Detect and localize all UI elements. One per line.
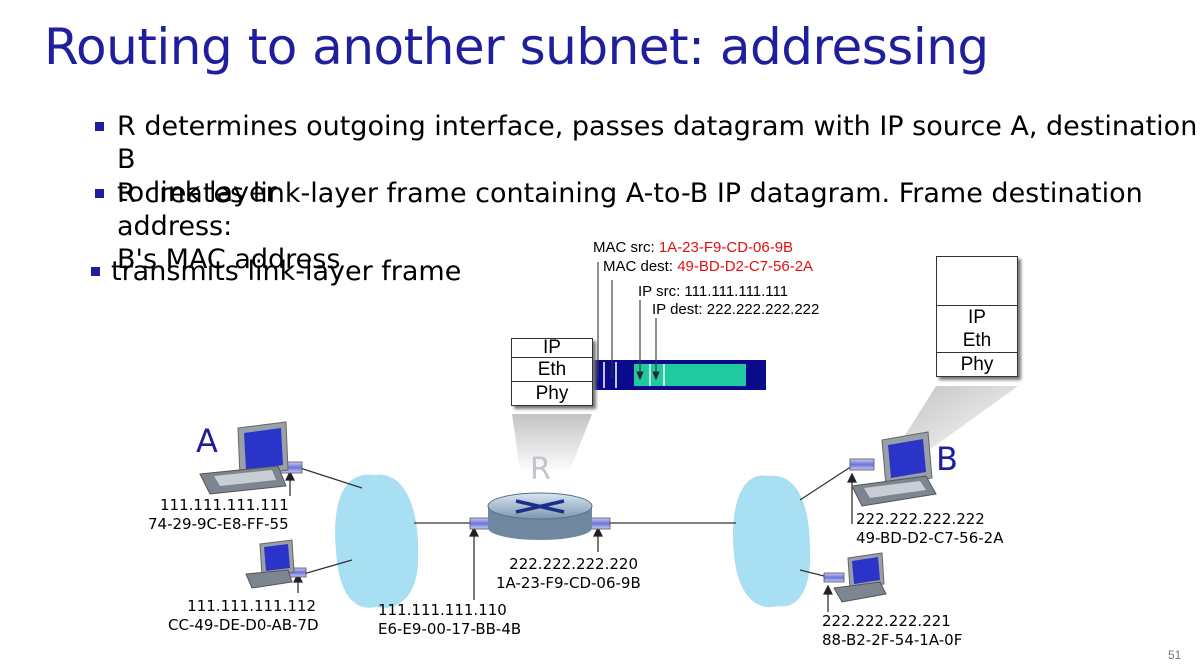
host-b2-mac: 88-B2-2F-54-1A-0F [822, 631, 963, 649]
link-a [299, 467, 363, 489]
router-right-ip: 222.222.222.220 [509, 555, 638, 573]
bullet-marker [95, 189, 104, 198]
host-a2-address: 111.111.111.112 CC-49-DE-D0-AB-7D [168, 597, 319, 635]
host-a2-ip: 111.111.111.112 [187, 597, 316, 615]
stack-layer-eth: Eth [962, 330, 992, 351]
bullet-marker [91, 267, 100, 276]
nic-router-right [589, 517, 611, 530]
router-stack-beam [512, 414, 592, 470]
link-b [799, 465, 853, 501]
stack-layer-phy: Phy [512, 381, 592, 405]
frame-mac-dest: MAC dest: 49-BD-D2-C7-56-2A [603, 258, 814, 275]
computer-b-icon [851, 431, 937, 507]
subnet-b-cloud [732, 475, 811, 608]
bullet-marker [95, 122, 104, 131]
bullet-1-line-2: to link layer [117, 177, 277, 208]
host-a-address: 111.111.111.111 74-29-9C-E8-FF-55 [148, 496, 289, 534]
bullet-2-line-1: R creates link-layer frame containing A-… [117, 178, 1143, 242]
stack-layer-eth: Eth [512, 357, 592, 381]
bullet-3: transmits link-layer frame [91, 255, 462, 288]
router-left-address: 111.111.111.110 E6-E9-00-17-BB-4B [378, 601, 521, 639]
router-left-mac: E6-E9-00-17-BB-4B [378, 620, 522, 638]
bullet-2: R creates link-layer frame containing A-… [95, 177, 1200, 276]
router-icon [487, 492, 593, 540]
nic-b2 [823, 572, 845, 583]
host-a2-mac: CC-49-DE-D0-AB-7D [168, 616, 319, 634]
host-b2-ip: 222.222.222.221 [822, 612, 951, 630]
host-a-mac: 74-29-9C-E8-FF-55 [148, 515, 289, 533]
computer-b2-icon [833, 552, 887, 603]
router-right-address: 222.222.222.220 1A-23-F9-CD-06-9B [496, 555, 641, 593]
host-b-address: 222.222.222.222 49-BD-D2-C7-56-2A [856, 510, 1003, 548]
host-b-protocol-stack: IP Eth Phy [936, 256, 1018, 377]
link-layer-frame [592, 360, 766, 390]
node-label-a: A [196, 422, 218, 460]
subnet-a-cloud [335, 474, 419, 608]
host-b-ip: 222.222.222.222 [856, 510, 985, 528]
stack-layer-ip: IP [543, 337, 561, 358]
stack-layer-empty [937, 257, 1017, 305]
bullet-1: R determines outgoing interface, passes … [95, 110, 1200, 209]
nic-b [849, 458, 875, 471]
stack-layer-phy: Phy [937, 352, 1017, 376]
bullet-3-line-1: transmits link-layer frame [111, 256, 462, 287]
frame-payload [634, 364, 746, 386]
bullet-1-line-1: R determines outgoing interface, passes … [117, 111, 1198, 175]
page-number: 51 [1168, 648, 1182, 662]
host-a-ip: 111.111.111.111 [160, 496, 289, 514]
router-right-mac: 1A-23-F9-CD-06-9B [496, 574, 641, 592]
computer-a2-icon [245, 539, 295, 589]
frame-ip-src: IP src: 111.111.111.111 [638, 283, 789, 300]
node-label-b: B [936, 440, 958, 478]
stack-layer-ip: IP [937, 305, 1017, 329]
host-b-mac: 49-BD-D2-C7-56-2A [856, 529, 1004, 547]
host-b2-address: 222.222.222.221 88-B2-2F-54-1A-0F [822, 612, 962, 650]
slide-title: Routing to another subnet: addressing [44, 18, 989, 76]
router-protocol-stack: IP Eth Phy [511, 338, 593, 406]
node-label-r: R [530, 452, 551, 487]
router-left-ip: 111.111.111.110 [378, 601, 507, 619]
frame-mac-src: MAC src: 1A-23-F9-CD-06-9B [593, 239, 794, 256]
host-b-stack-beam [902, 386, 1018, 448]
frame-ip-dest: IP dest: 222.222.222.222 [652, 301, 820, 318]
nic-router-left [469, 517, 491, 530]
computer-a-icon [199, 421, 289, 495]
bullet-2-line-2: B's MAC address [117, 244, 341, 275]
link-a2 [299, 559, 353, 576]
